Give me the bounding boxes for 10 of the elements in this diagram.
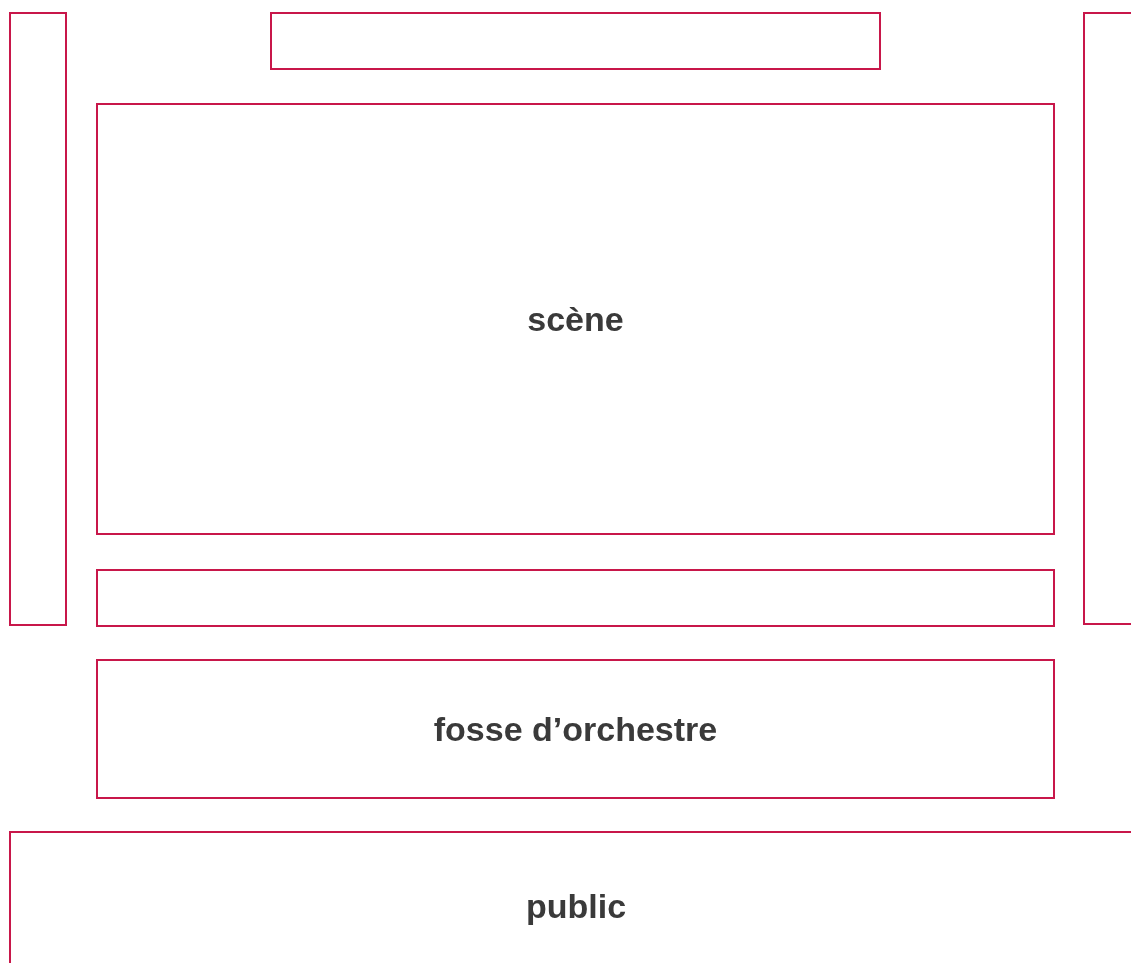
orchestra-pit-area	[96, 659, 1055, 799]
empty-box	[96, 569, 1055, 627]
empty-box	[9, 12, 67, 626]
area-label: scène	[527, 299, 624, 339]
stage-area	[96, 103, 1055, 535]
empty-box	[1083, 12, 1131, 625]
empty-box	[270, 12, 881, 70]
audience-area	[9, 831, 1131, 963]
area-label: fosse d’orchestre	[433, 709, 718, 749]
area-label: public	[525, 886, 627, 926]
